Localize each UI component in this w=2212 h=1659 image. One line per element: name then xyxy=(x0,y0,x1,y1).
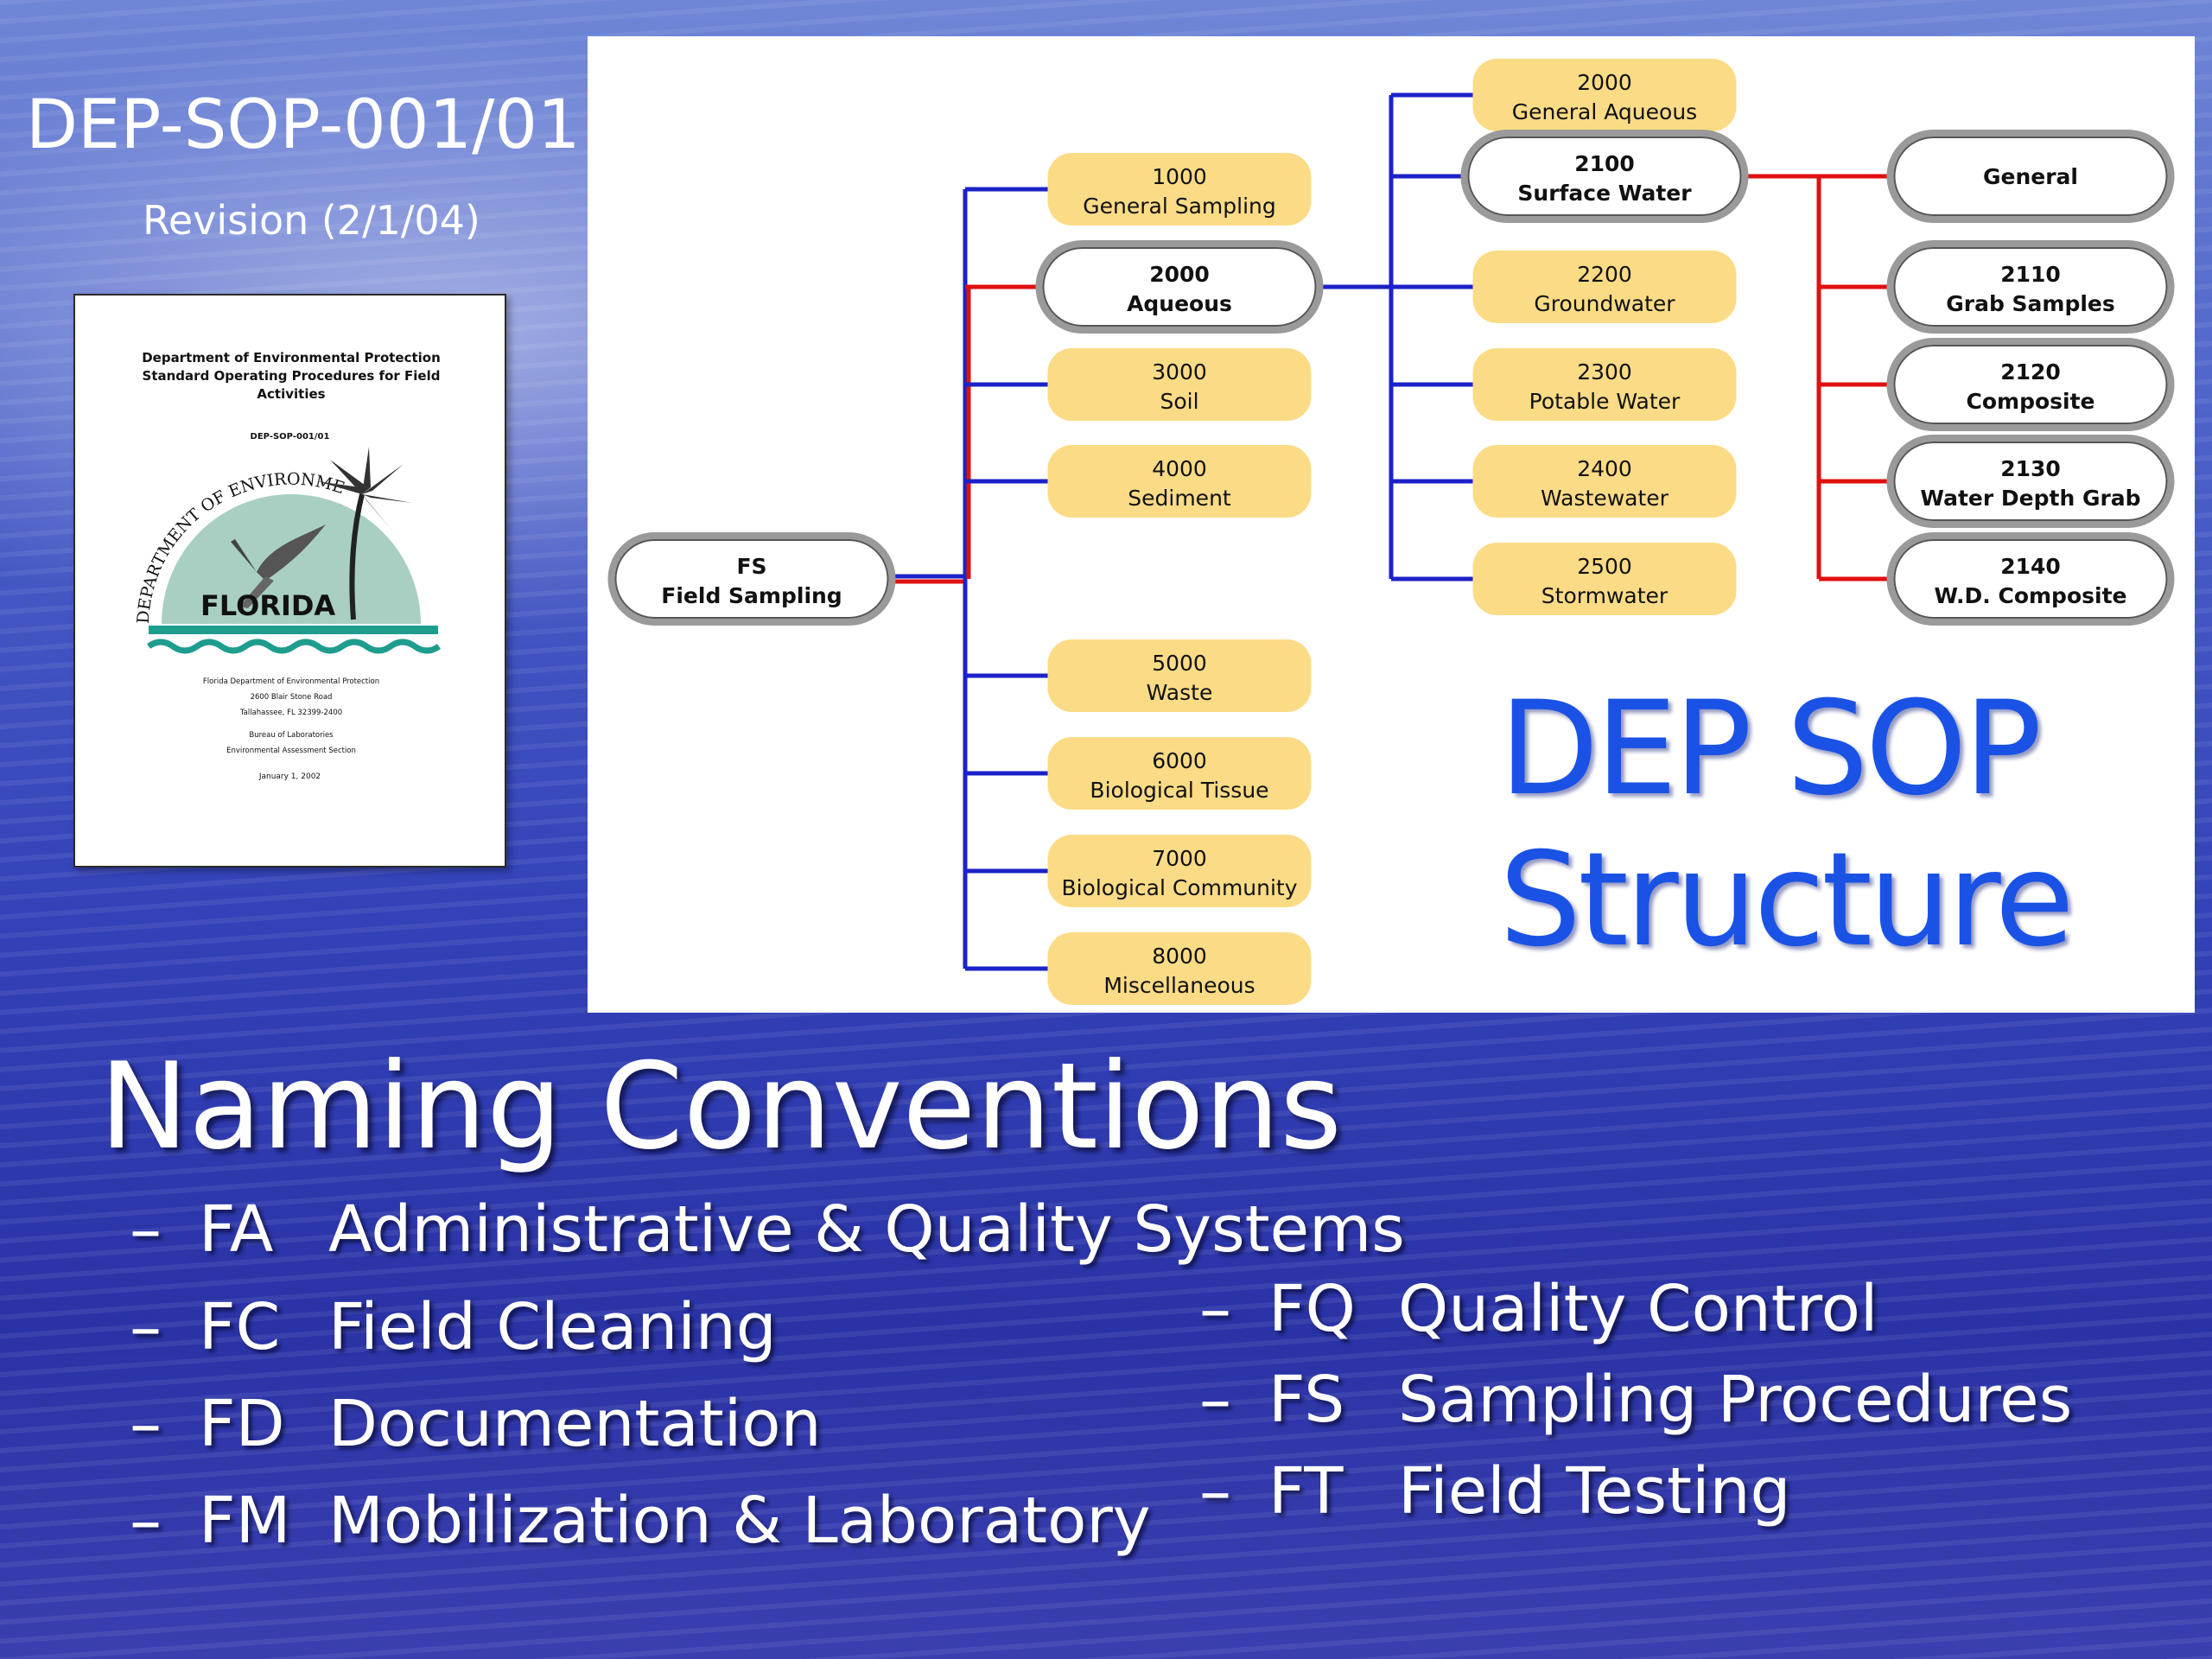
node-level1-6000-label: Biological Tissue xyxy=(1090,778,1268,803)
node-level2-2100-label: Surface Water xyxy=(1517,181,1692,206)
node-level1-3000-code: 3000 xyxy=(1152,359,1207,385)
node-root[interactable]: FS Field Sampling xyxy=(607,532,896,626)
node-level1-2000-code: 2000 xyxy=(1149,262,1210,287)
cover-address: Florida Department of Environmental Prot… xyxy=(202,677,380,717)
waves-icon xyxy=(146,639,442,654)
cover-heading: Department of Environmental Protection S… xyxy=(142,350,441,402)
node-level1-4000-code: 4000 xyxy=(1152,456,1207,481)
node-level2-2300-code: 2300 xyxy=(1577,359,1632,385)
naming-conventions-title: Naming Conventions xyxy=(99,1037,1343,1176)
node-level1-7000-code: 7000 xyxy=(1152,846,1207,871)
document-id: DEP-SOP-001/01 xyxy=(26,86,581,164)
cover-doc-id: DEP-SOP-001/01 xyxy=(250,432,330,442)
node-level3-2110-label: Grab Samples xyxy=(1946,291,2115,316)
node-level3-general[interactable]: General xyxy=(1886,130,2175,223)
node-level1-7000-label: Biological Community xyxy=(1061,875,1297,900)
node-level2-2200-label: Groundwater xyxy=(1534,291,1675,316)
node-level3-general-label: General xyxy=(1983,164,2078,189)
node-level2-2300-label: Potable Water xyxy=(1529,389,1681,414)
node-level3-2130-code: 2130 xyxy=(2000,456,2061,481)
node-level1-5000-label: Waste xyxy=(1147,680,1213,705)
node-level1-8000-label: Miscellaneous xyxy=(1103,973,1255,998)
node-level2-2500-label: Stormwater xyxy=(1541,583,1669,608)
seal-word: FLORIDA xyxy=(200,589,335,622)
node-level1-1000-label: General Sampling xyxy=(1083,194,1276,219)
cover-date: January 1, 2002 xyxy=(258,772,321,781)
node-level1-6000-code: 6000 xyxy=(1152,748,1207,773)
node-level2-2000-code: 2000 xyxy=(1577,70,1632,95)
cover-bureau: Bureau of Laboratories Environmental Ass… xyxy=(226,731,356,755)
florida-dep-seal: DEPARTMENT OF ENVIRONMENTAL PROTECTION F… xyxy=(127,442,442,654)
node-level3-2130-label: Water Depth Grab xyxy=(1920,486,2140,511)
node-level1-2000-label: Aqueous xyxy=(1127,291,1232,316)
node-level2-2100-code: 2100 xyxy=(1574,151,1635,176)
node-level1-8000-code: 8000 xyxy=(1152,944,1207,969)
node-level1-5000-code: 5000 xyxy=(1152,651,1207,676)
node-level3-2120-code: 2120 xyxy=(2000,359,2061,385)
node-level2-2200-code: 2200 xyxy=(1577,262,1632,287)
node-level2-2000-label: General Aqueous xyxy=(1512,99,1697,124)
node-root-code: FS xyxy=(736,554,766,579)
heron-bird-icon xyxy=(231,524,326,608)
revision-date: Revision (2/1/04) xyxy=(143,197,480,244)
node-level1-1000-code: 1000 xyxy=(1152,164,1207,189)
sop-cover-page: Department of Environmental Protection S… xyxy=(73,294,506,868)
node-level2-2400-code: 2400 xyxy=(1577,456,1632,481)
node-level2-2500-code: 2500 xyxy=(1577,554,1632,579)
node-level1-4000-label: Sediment xyxy=(1128,486,1231,511)
node-level2-2400-label: Wastewater xyxy=(1541,486,1669,511)
node-level3-2110-code: 2110 xyxy=(2000,262,2061,287)
node-level1-3000-label: Soil xyxy=(1160,389,1198,414)
node-root-label: Field Sampling xyxy=(661,583,842,608)
palm-tree-icon xyxy=(317,447,412,529)
node-level3-2140-label: W.D. Composite xyxy=(1935,583,2127,608)
diagram-title: DEP SOP Structure xyxy=(1499,674,2075,976)
node-level3-2140-code: 2140 xyxy=(2000,554,2061,579)
node-level3-2120-label: Composite xyxy=(1967,389,2095,414)
